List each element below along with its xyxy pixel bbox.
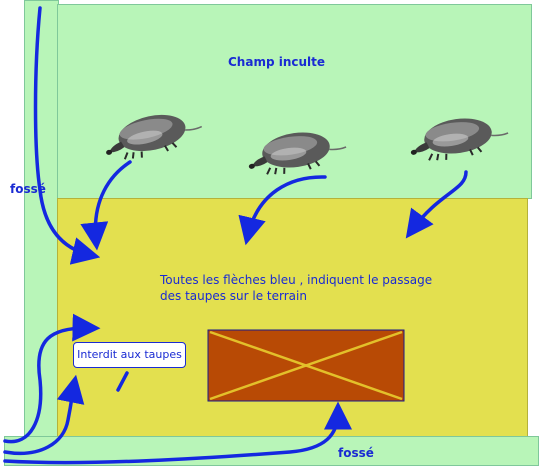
arrow-left-ditch [33, 6, 101, 265]
arrow-stub [116, 371, 129, 392]
bottom-ditch-label: fossé [338, 446, 374, 460]
mole-icon [406, 111, 512, 166]
field-label: Champ inculte [228, 55, 326, 69]
arrow-mole-1 [80, 160, 132, 251]
arrow-mole-2 [238, 175, 327, 246]
diagram-caption: Toutes les flèches bleu , indiquent le p… [160, 272, 460, 304]
left-ditch [24, 0, 59, 440]
arrow-mole-3 [405, 170, 468, 239]
arrow-bottom-up-yard [3, 374, 85, 455]
forbidden-zone [207, 329, 405, 402]
arrow-bottom-to-zone [3, 401, 352, 465]
mole-icon [99, 104, 207, 166]
mole-icon [244, 125, 350, 180]
arrow-bottom-left-up [3, 313, 101, 444]
caption-line-2: des taupes sur le terrain [160, 289, 307, 303]
left-ditch-label: fossé [10, 182, 46, 196]
forbidden-sign: Interdit aux taupes [73, 342, 186, 368]
caption-line-1: Toutes les flèches bleu , indiquent le p… [160, 273, 433, 287]
